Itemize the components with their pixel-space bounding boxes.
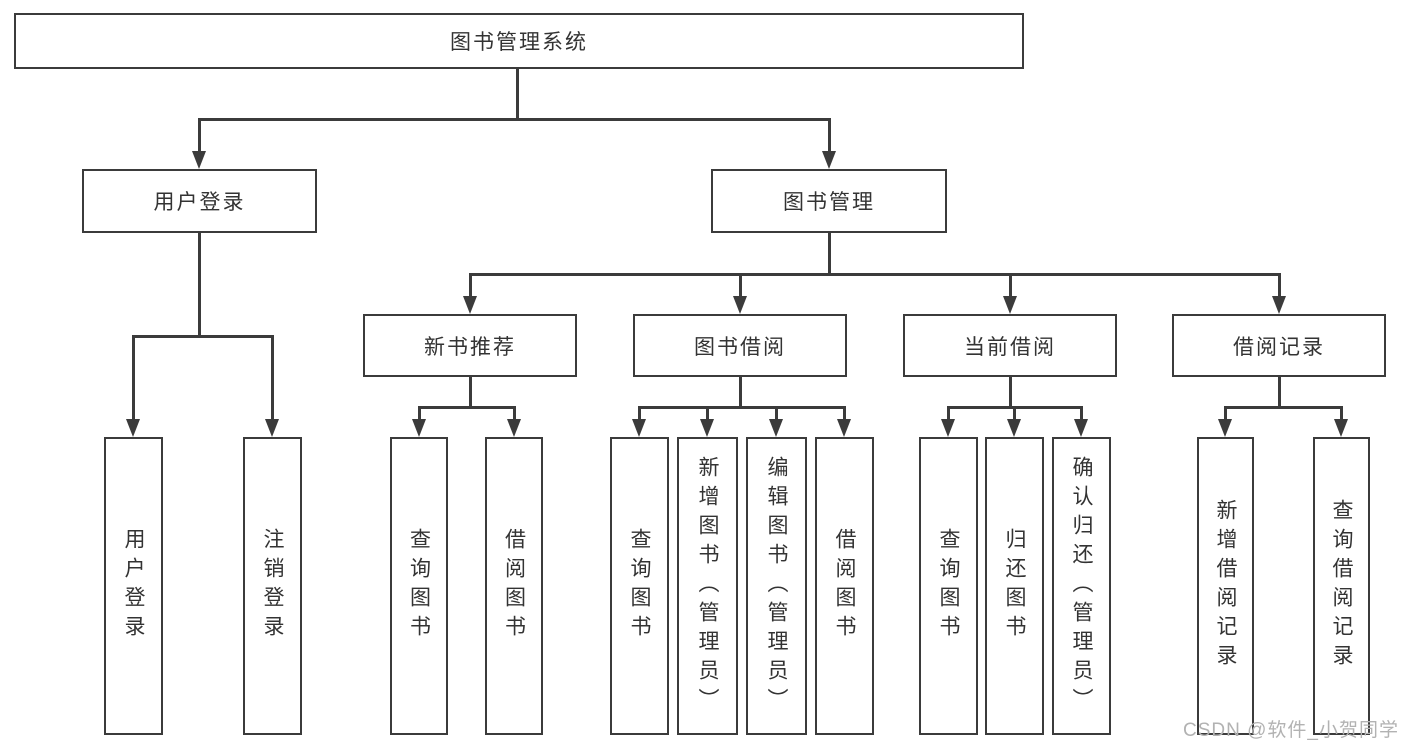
connector-level2-hline [470, 273, 1280, 276]
connector-stub-user-login [198, 118, 201, 153]
leaf-logout-label: 注销登录 [261, 528, 284, 644]
connector-stub-current-borrow [1009, 273, 1012, 298]
connector-stub-bb-leaf1 [638, 406, 641, 422]
leaf-cb-query-books-label: 查询图书 [937, 528, 960, 644]
node-book-mgmt: 图书管理 [711, 169, 947, 233]
connector-stub-br-leaf2 [1340, 406, 1343, 422]
connector-stub-borrow-records [1278, 273, 1281, 298]
leaf-nb-borrow-books-label: 借阅图书 [502, 528, 526, 644]
leaf-bb-query-books-label: 查询图书 [628, 528, 651, 644]
arrowhead-br-leaf1 [1218, 419, 1232, 437]
connector-root-hline [199, 118, 830, 121]
connector-new-books-hline [419, 406, 515, 409]
connector-stub-new-books [469, 273, 472, 298]
leaf-bb-borrow-books: 借阅图书 [815, 437, 874, 735]
leaf-bb-edit-books-admin: 编辑图书（管理员） [746, 437, 807, 735]
node-root: 图书管理系统 [14, 13, 1024, 69]
connector-stub-bb-leaf3 [775, 406, 778, 422]
connector-stub-cb-leaf1 [947, 406, 950, 422]
arrowhead-current-borrow [1003, 296, 1017, 314]
connector-stub-login-leaf [132, 335, 135, 421]
connector-user-login-hline [133, 335, 273, 338]
leaf-br-query-record: 查询借阅记录 [1313, 437, 1370, 735]
arrowhead-br-leaf2 [1334, 419, 1348, 437]
arrowhead-nb-leaf2 [507, 419, 521, 437]
leaf-nb-query-books: 查询图书 [390, 437, 448, 735]
arrowhead-book-borrow [733, 296, 747, 314]
node-new-books: 新书推荐 [363, 314, 577, 377]
arrowhead-cb-leaf1 [941, 419, 955, 437]
arrowhead-nb-leaf1 [412, 419, 426, 437]
leaf-bb-borrow-books-label: 借阅图书 [833, 528, 856, 644]
arrowhead-user-login [192, 151, 206, 169]
connector-stub-book-borrow [739, 273, 742, 298]
connector-current-borrow-vline [1009, 376, 1012, 407]
node-book-borrow: 图书借阅 [633, 314, 847, 377]
connector-stub-cb-leaf2 [1013, 406, 1016, 422]
arrowhead-borrow-records [1272, 296, 1286, 314]
leaf-user-login-label: 用户登录 [122, 528, 145, 644]
leaf-br-add-record: 新增借阅记录 [1197, 437, 1254, 735]
node-current-borrow: 当前借阅 [903, 314, 1117, 377]
leaf-cb-return-books: 归还图书 [985, 437, 1044, 735]
leaf-bb-edit-books-admin-label: 编辑图书（管理员） [765, 455, 788, 717]
leaf-cb-return-books-label: 归还图书 [1003, 528, 1026, 644]
leaf-nb-borrow-books: 借阅图书 [485, 437, 543, 735]
leaf-bb-add-books-admin: 新增图书（管理员） [677, 437, 738, 735]
connector-stub-bb-leaf4 [843, 406, 846, 422]
connector-stub-nb-leaf1 [418, 406, 421, 422]
leaf-bb-add-books-admin-label: 新增图书（管理员） [696, 455, 719, 717]
connector-stub-bb-leaf2 [706, 406, 709, 422]
connector-book-borrow-hline [639, 406, 845, 409]
leaf-cb-query-books: 查询图书 [919, 437, 978, 735]
connector-user-login-vline [198, 232, 201, 336]
connector-new-books-vline [469, 376, 472, 407]
node-book-mgmt-label: 图书管理 [783, 191, 875, 214]
connector-borrow-records-hline [1225, 406, 1342, 409]
leaf-nb-query-books-label: 查询图书 [407, 528, 431, 644]
leaf-bb-query-books: 查询图书 [610, 437, 669, 735]
node-new-books-label: 新书推荐 [424, 335, 516, 359]
arrowhead-logout-leaf [265, 419, 279, 437]
arrowhead-bb-leaf2 [700, 419, 714, 437]
node-root-label: 图书管理系统 [450, 31, 588, 54]
connector-root-vline [516, 68, 519, 119]
node-user-login-label: 用户登录 [153, 191, 246, 214]
csdn-watermark: CSDN @软件_小贺同学 [1183, 720, 1399, 741]
leaf-br-query-record-label: 查询借阅记录 [1330, 499, 1353, 673]
leaf-cb-confirm-return-admin-label: 确认归还（管理员） [1070, 455, 1093, 717]
arrowhead-login-leaf [126, 419, 140, 437]
arrowhead-book-mgmt [822, 151, 836, 169]
node-current-borrow-label: 当前借阅 [964, 335, 1056, 359]
connector-stub-logout-leaf [271, 335, 274, 421]
node-borrow-records-label: 借阅记录 [1233, 335, 1325, 359]
arrowhead-cb-leaf3 [1074, 419, 1088, 437]
arrowhead-bb-leaf4 [837, 419, 851, 437]
leaf-br-add-record-label: 新增借阅记录 [1214, 499, 1237, 673]
arrowhead-bb-leaf1 [632, 419, 646, 437]
arrowhead-cb-leaf2 [1007, 419, 1021, 437]
connector-stub-cb-leaf3 [1080, 406, 1083, 422]
node-user-login: 用户登录 [82, 169, 317, 233]
connector-stub-book-mgmt [828, 118, 831, 153]
connector-book-borrow-vline [739, 376, 742, 407]
connector-book-mgmt-vline [828, 232, 831, 275]
connector-stub-nb-leaf2 [513, 406, 516, 422]
node-borrow-records: 借阅记录 [1172, 314, 1386, 377]
leaf-user-login: 用户登录 [104, 437, 163, 735]
node-book-borrow-label: 图书借阅 [694, 335, 786, 359]
connector-stub-br-leaf1 [1224, 406, 1227, 422]
arrowhead-bb-leaf3 [769, 419, 783, 437]
connector-borrow-records-vline [1278, 376, 1281, 407]
leaf-logout: 注销登录 [243, 437, 302, 735]
arrowhead-new-books [463, 296, 477, 314]
leaf-cb-confirm-return-admin: 确认归还（管理员） [1052, 437, 1111, 735]
